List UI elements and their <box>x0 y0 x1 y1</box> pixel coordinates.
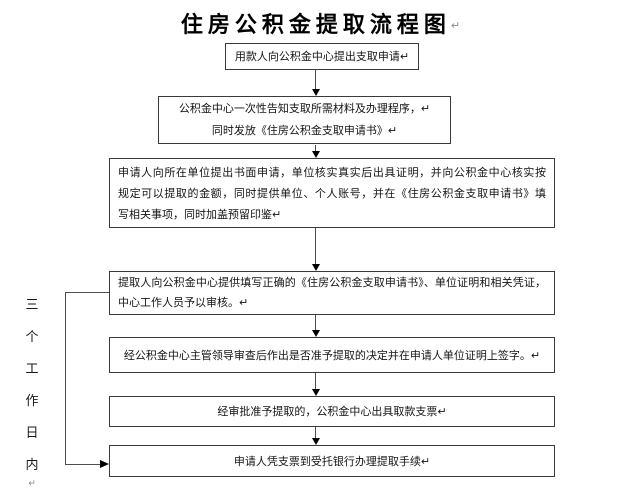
arrow-line <box>315 315 316 330</box>
page-title: 住房公积金提取流程图↵ <box>0 7 641 39</box>
page-title-text: 住房公积金提取流程图 <box>180 13 451 38</box>
arrow-down-icon <box>311 330 320 337</box>
loopback-connector-bottom <box>65 464 101 465</box>
arrow-down-icon <box>311 151 320 158</box>
flow-step-text: 中心工作人员予以审核。↵ <box>118 296 249 309</box>
duration-char: 作 <box>25 394 39 409</box>
flow-step-text: 规定可以提取的金额，同时提供单位、个人账号，并在《住房公积金支取申请书》填 <box>118 186 546 200</box>
arrow-line <box>315 145 316 151</box>
flow-step-text: 提取人向公积金中心提供填写正确的《住房公积金支取申请书》、单位证明和相关凭证， <box>118 276 546 289</box>
flow-step-text: 经审批准予提取的，公积金中心出具取款支票↵ <box>217 405 447 418</box>
flow-arrow-2 <box>311 145 320 158</box>
flow-step-4-center-review: 提取人向公积金中心提供填写正确的《住房公积金支取申请书》、单位证明和相关凭证， … <box>109 271 555 315</box>
arrow-line <box>315 427 316 438</box>
duration-char: 三 <box>25 298 39 313</box>
arrow-line <box>315 70 316 89</box>
duration-char: 内 <box>25 458 39 473</box>
flow-arrow-4 <box>311 315 320 337</box>
duration-char: 工 <box>25 362 39 377</box>
flow-arrow-1 <box>311 70 320 96</box>
arrow-down-icon <box>311 438 320 445</box>
duration-char: 日 <box>25 426 39 441</box>
flow-step-text: 申请人凭支票到受托银行办理提取手续↵ <box>233 454 431 468</box>
flow-step-5-leader-approval-decision: 经公积金中心主管领导审查后作出是否准予提取的决定并在申请人单位证明上签字。↵ <box>109 337 555 373</box>
arrow-down-icon <box>311 264 320 271</box>
arrow-line <box>315 373 316 389</box>
flow-step-text: 用款人向公积金中心提出支取申请↵ <box>234 50 410 63</box>
flow-step-text: 写相关事项，同时加盖预留印鉴↵ <box>118 207 282 221</box>
arrow-down-icon <box>311 89 320 96</box>
flow-step-text: 同时发放《住房公积金支取申请书》↵ <box>211 124 398 137</box>
loopback-connector-vertical <box>65 292 66 465</box>
duration-label-three-working-days: 三 个 工 作 日 内 ↵ <box>22 294 42 489</box>
return-mark: ↵ <box>450 19 461 32</box>
flow-step-2-notify-materials: 公积金中心一次性告知支取所需材料及办理程序，↵ 同时发放《住房公积金支取申请书》… <box>158 96 451 144</box>
flow-step-7-bank-withdrawal: 申请人凭支票到受托银行办理提取手续↵ <box>109 445 555 477</box>
flow-arrow-6 <box>311 427 320 445</box>
flow-arrow-5 <box>311 373 320 396</box>
arrow-down-icon <box>311 389 320 396</box>
flow-step-text: 申请人向所在单位提出书面申请，单位核实真实后出具证明，并向公积金中心核实按 <box>118 165 546 179</box>
arrow-line <box>315 228 316 264</box>
flow-step-text: 公积金中心一次性告知支取所需材料及办理程序，↵ <box>178 102 431 115</box>
flow-step-text: 经公积金中心主管领导审查后作出是否准予提取的决定并在申请人单位证明上签字。↵ <box>123 348 541 362</box>
arrow-right-icon <box>100 460 109 468</box>
return-mark: ↵ <box>28 479 36 489</box>
duration-char: 个 <box>25 330 39 345</box>
loopback-connector-top <box>65 292 109 293</box>
flow-arrow-3 <box>311 228 320 271</box>
flow-step-6-issue-cheque: 经审批准予提取的，公积金中心出具取款支票↵ <box>109 396 555 427</box>
flow-step-3-unit-written-application: 申请人向所在单位提出书面申请，单位核实真实后出具证明，并向公积金中心核实按 规定… <box>109 158 555 228</box>
flow-step-1-submit-application: 用款人向公积金中心提出支取申请↵ <box>225 43 419 70</box>
